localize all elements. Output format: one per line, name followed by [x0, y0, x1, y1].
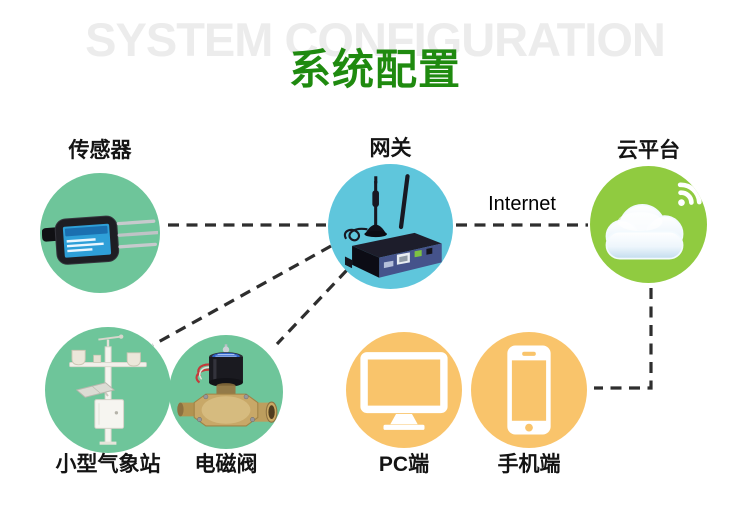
smartphone-icon	[507, 345, 551, 435]
sensor-label: 传感器	[68, 139, 132, 162]
connection-gateway-weather-station	[152, 244, 332, 347]
pc-label: PC端	[378, 453, 430, 476]
weather-station-node	[45, 327, 171, 453]
phone-label: 手机端	[497, 453, 561, 476]
connection-gateway-valve	[275, 268, 349, 346]
weather-station-label: 小型气象站	[55, 453, 161, 476]
soil-moisture-sensor-icon	[42, 215, 158, 265]
pc-node	[346, 332, 462, 448]
solenoid-valve-label: 电磁阀	[194, 453, 258, 476]
sensor-node	[40, 173, 160, 293]
weather-station-icon	[69, 334, 147, 445]
wireless-router-icon	[343, 173, 442, 278]
background-watermark-text: SYSTEM CONFIGURATION	[85, 13, 666, 66]
phone-node	[471, 332, 587, 448]
solenoid-valve-node	[169, 335, 283, 449]
cloud-platform-node	[590, 166, 707, 283]
desktop-monitor-icon	[360, 352, 448, 430]
page-title: 系统配置	[288, 46, 461, 93]
gateway-node	[328, 164, 453, 289]
cloud-wifi-icon	[605, 181, 702, 259]
gateway-label: 网关	[369, 137, 412, 160]
internet-label: Internet	[488, 193, 556, 215]
cloud-platform-label: 云平台	[617, 139, 680, 162]
solenoid-valve-icon	[177, 344, 278, 427]
connection-cloud-phone	[594, 288, 653, 390]
